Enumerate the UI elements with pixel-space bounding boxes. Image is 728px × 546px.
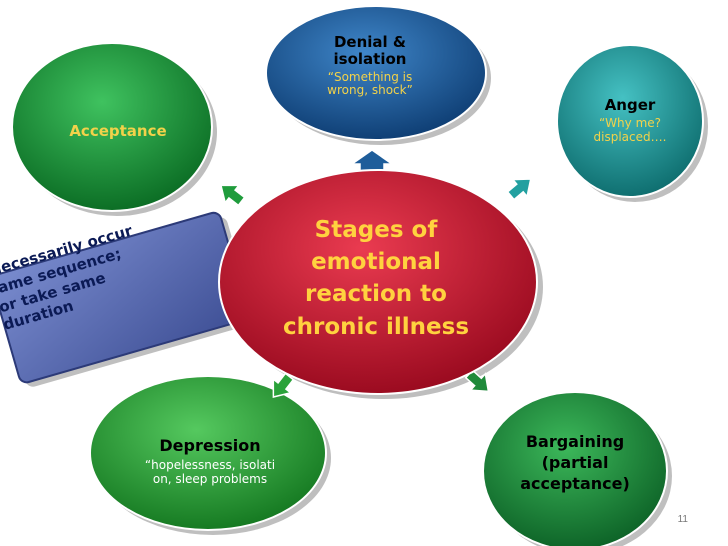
arrow-upper-right-icon [506, 178, 532, 201]
bargaining-title: acceptance) [520, 473, 630, 493]
depression-label: Depression “hopelessness, isolati on, sl… [110, 436, 310, 487]
bubble-bargaining [482, 391, 668, 546]
bubble-center [218, 169, 538, 395]
center-line: reaction to [305, 281, 447, 308]
depression-title: Depression [159, 436, 261, 455]
denial-subtitle: “Something is [327, 69, 413, 84]
depression-subtitle: “hopelessness, isolati [144, 458, 276, 473]
bubble-denial [265, 5, 487, 141]
bubble-depression [89, 375, 327, 531]
anger-label: Anger “Why me? displaced…. [570, 96, 690, 145]
arrow-lower-left-icon [272, 372, 295, 398]
acceptance-title: Acceptance [69, 122, 167, 140]
anger-subtitle: “Why me? [598, 116, 662, 131]
page-number: 11 [677, 514, 688, 525]
arrow-upper-left-icon [220, 184, 246, 207]
denial-title: isolation [333, 50, 407, 69]
bubble-acceptance [11, 42, 213, 212]
bargaining-label: Bargaining (partial acceptance) [500, 432, 650, 494]
bargaining-title: (partial [541, 452, 609, 472]
denial-title: Denial & [333, 33, 406, 51]
anger-title: Anger [604, 96, 656, 114]
denial-label: Denial & isolation “Something is wrong, … [300, 33, 440, 98]
bargaining-title: Bargaining [525, 432, 625, 451]
bubble-anger [556, 44, 704, 198]
center-title: Stages of emotional reaction to chronic … [268, 214, 484, 343]
denial-subtitle: wrong, shock” [327, 83, 413, 98]
center-line: Stages of [314, 217, 438, 243]
center-line: emotional [311, 249, 441, 276]
anger-subtitle: displaced…. [593, 130, 667, 145]
center-line: chronic illness [282, 313, 470, 340]
arrow-lower-right-icon [464, 369, 490, 393]
depression-subtitle: on, sleep problems [152, 472, 268, 487]
